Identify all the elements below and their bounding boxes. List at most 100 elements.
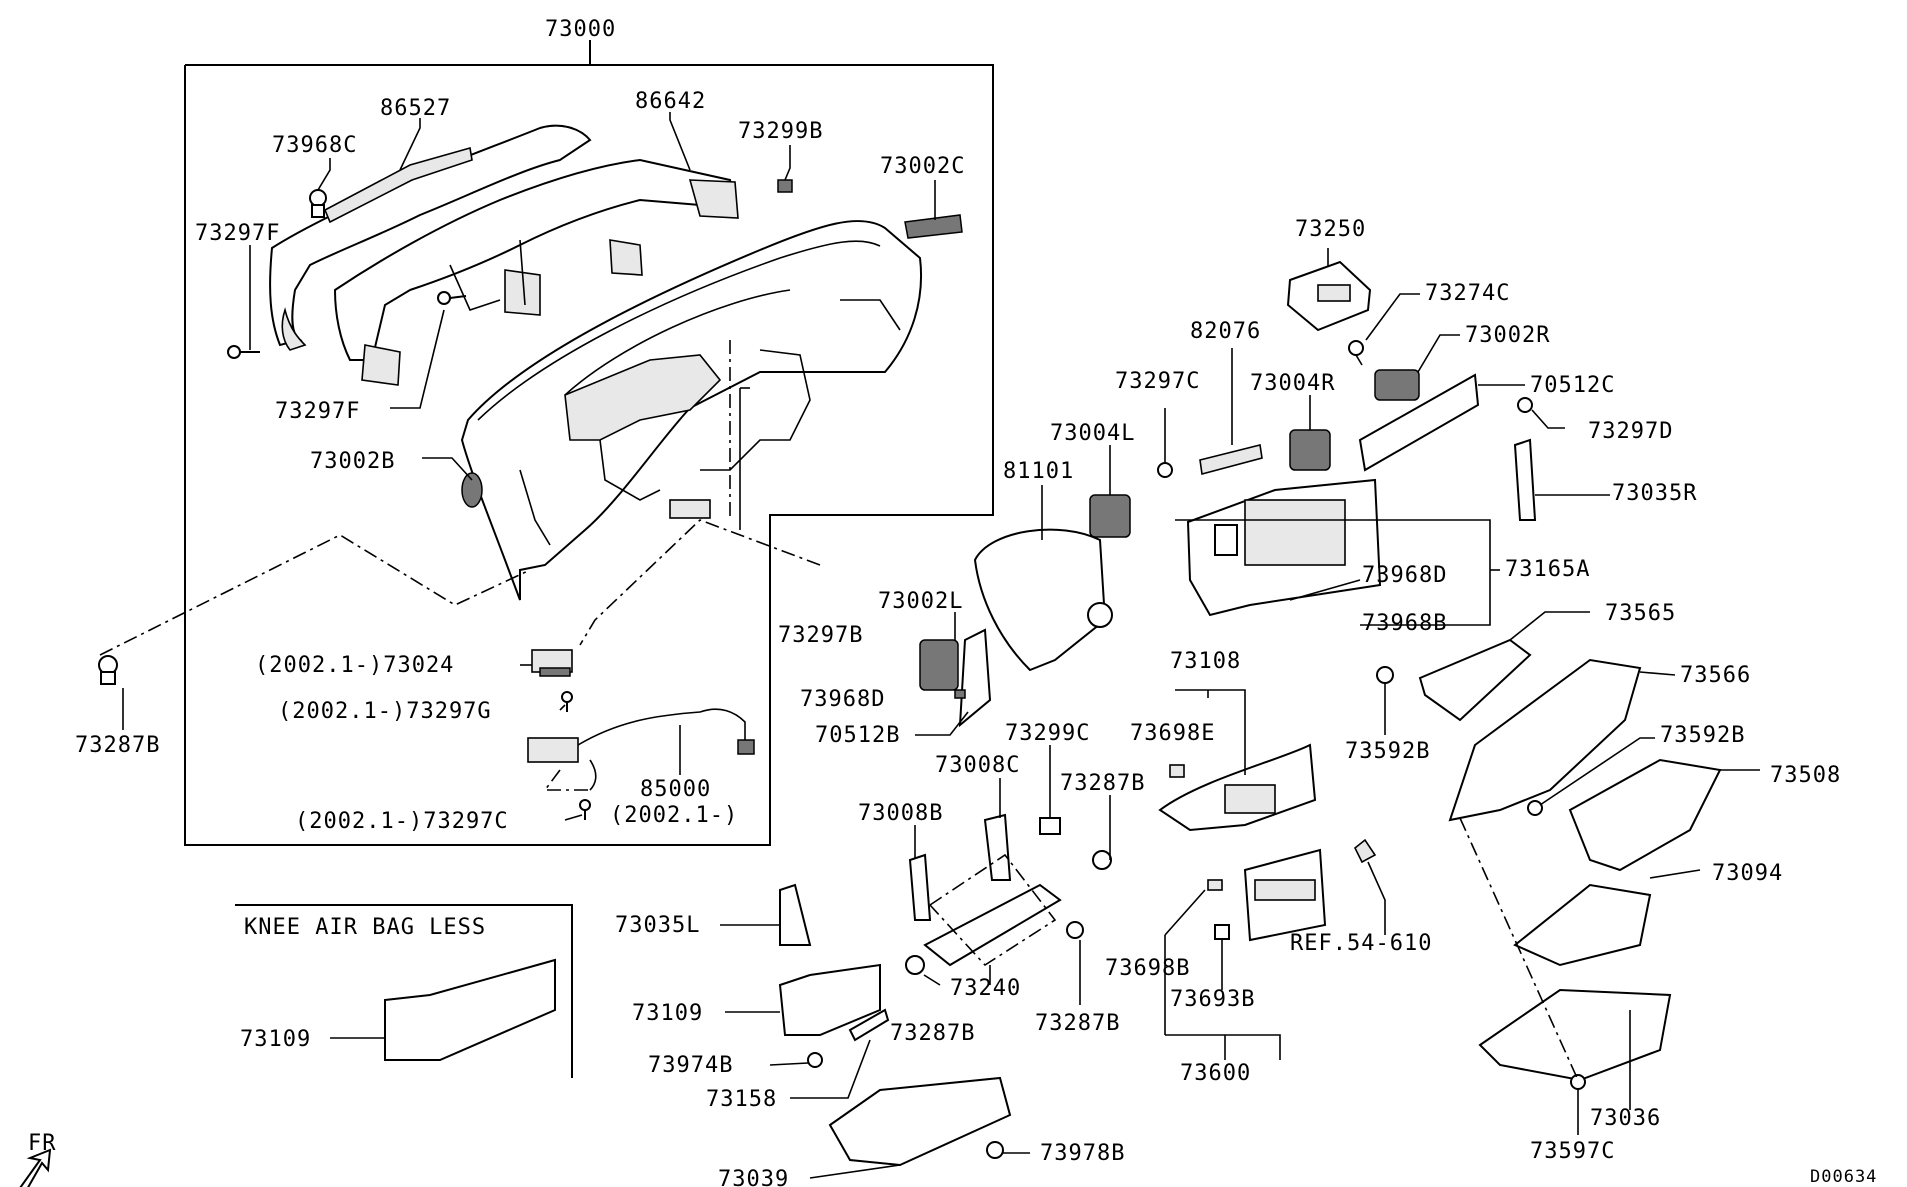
label-73592B-b: 73592B	[1660, 723, 1745, 748]
frame-73036	[1478, 988, 1672, 1110]
screw-73297C-left	[579, 799, 591, 820]
brackets-73008	[908, 778, 1012, 921]
trim-73035L	[720, 883, 812, 946]
label-73968D-l: 73968D	[800, 687, 885, 712]
lower-panel-73108	[1158, 689, 1317, 832]
screw-73297C	[1157, 408, 1173, 478]
label-73566: 73566	[1680, 663, 1751, 688]
bolt-73287B-a	[1092, 795, 1112, 870]
vent-73002B	[461, 472, 483, 508]
label-73094: 73094	[1712, 861, 1783, 886]
screw-73974B	[769, 1052, 823, 1068]
label-73002L: 73002L	[878, 589, 963, 614]
diagram-code: D00634	[1810, 1167, 1877, 1187]
climate-control-73600	[1164, 838, 1386, 1060]
screw-73592B-b	[1527, 737, 1655, 816]
cover-73039	[809, 1076, 1012, 1179]
leaders-main	[99, 112, 936, 821]
label-73035L: 73035L	[615, 913, 700, 938]
vent-73002C	[904, 214, 963, 239]
vent-73004L	[1089, 445, 1131, 538]
clip-73968C	[309, 189, 327, 218]
cover-73109-a	[330, 958, 556, 1061]
label-73299B: 73299B	[738, 119, 823, 144]
knee-airbag-frame	[235, 904, 573, 1078]
front-arrow-icon	[19, 1148, 52, 1187]
label-85000: 85000	[640, 777, 711, 802]
label-73035R: 73035R	[1612, 481, 1697, 506]
glove-box-73566	[1448, 658, 1676, 822]
label-73004L: 73004L	[1050, 421, 1135, 446]
label-73968B: 73968B	[1362, 611, 1447, 636]
label-73297F-a: 73297F	[195, 221, 280, 246]
direction-label: FR	[28, 1131, 57, 1156]
label-73297C-left: (2002.1-)73297C	[295, 809, 509, 834]
label-73978B: 73978B	[1040, 1141, 1125, 1166]
label-73287B-c: 73287B	[1035, 1011, 1120, 1036]
panel-70512B	[915, 628, 992, 736]
clip-73698B	[1164, 879, 1223, 936]
bolt-73287B-b	[905, 955, 941, 986]
label-86527: 86527	[380, 96, 451, 121]
clip-73693B	[1214, 924, 1230, 990]
cover-73109-b	[725, 963, 881, 1036]
label-82076: 82076	[1190, 319, 1261, 344]
bolt-73287B-c	[1066, 921, 1084, 1005]
labels: 73000 86527 86642 73299B 73968C 73002C 7…	[28, 17, 1877, 1187]
label-73565: 73565	[1605, 601, 1676, 626]
label-86642: 86642	[635, 89, 706, 114]
label-73287B-left: 73287B	[75, 733, 160, 758]
label-73002R: 73002R	[1465, 323, 1550, 348]
screw-73297F-a	[227, 345, 260, 359]
label-73297G: (2002.1-)73297G	[278, 699, 492, 724]
bracket-73094	[1513, 869, 1701, 967]
label-73008C: 73008C	[935, 753, 1020, 778]
label-73597C: 73597C	[1530, 1139, 1615, 1164]
module-73024	[531, 649, 573, 677]
vent-73002L	[919, 612, 959, 691]
instrument-panel-part	[460, 220, 923, 601]
label-73600: 73600	[1180, 1061, 1251, 1086]
label-73109-b: 73109	[632, 1001, 703, 1026]
label-73000: 73000	[545, 17, 616, 42]
clip-73597C	[1459, 817, 1586, 1135]
label-73024: (2002.1-)73024	[255, 653, 454, 678]
label-73158: 73158	[706, 1087, 777, 1112]
label-73968D-r: 73968D	[1362, 563, 1447, 588]
label-73036: 73036	[1590, 1106, 1661, 1131]
label-73287B-a: 73287B	[1060, 771, 1145, 796]
label-73974B: 73974B	[648, 1053, 733, 1078]
label-73297F-b: 73297F	[275, 399, 360, 424]
label-73508: 73508	[1770, 763, 1841, 788]
screw-73297G	[561, 691, 573, 712]
label-81101: 81101	[1003, 459, 1074, 484]
clip-73299B	[777, 179, 793, 193]
label-73165A: 73165A	[1505, 557, 1590, 582]
vent-73002R	[1374, 334, 1460, 401]
switch-82076	[1199, 348, 1263, 476]
center-panel-73165A	[1175, 478, 1500, 626]
label-73002C: 73002C	[880, 154, 965, 179]
label-70512B: 70512B	[815, 723, 900, 748]
clip-73297D	[1517, 397, 1565, 429]
label-73297B: 73297B	[778, 623, 863, 648]
label-73109-a: 73109	[240, 1027, 311, 1052]
label-73274C: 73274C	[1425, 281, 1510, 306]
label-73002B: 73002B	[310, 449, 395, 474]
label-73693B: 73693B	[1170, 987, 1255, 1012]
label-73240: 73240	[950, 976, 1021, 1001]
clip-73698E	[1169, 764, 1185, 778]
screw-73592B-a	[1376, 666, 1394, 735]
label-73299C: 73299C	[1005, 721, 1090, 746]
label-70512C: 70512C	[1530, 373, 1615, 398]
panel-70512C	[1358, 373, 1525, 472]
label-73698E: 73698E	[1130, 721, 1215, 746]
reinforcement-73240	[923, 853, 1062, 985]
duct-86642-part	[333, 158, 739, 386]
label-73108: 73108	[1170, 649, 1241, 674]
label-ref: REF.54-610	[1290, 931, 1432, 956]
label-73039: 73039	[718, 1167, 789, 1187]
label-73297C: 73297C	[1115, 369, 1200, 394]
